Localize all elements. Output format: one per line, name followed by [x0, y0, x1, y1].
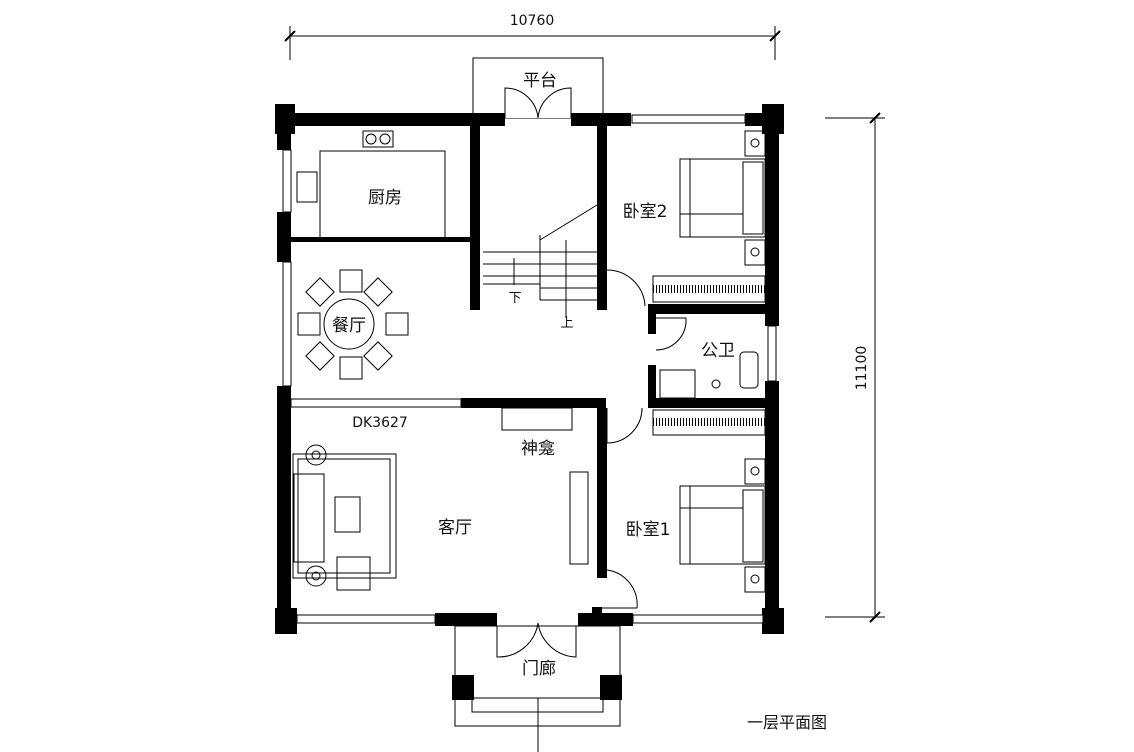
- dining-table: 餐厅: [297, 269, 409, 380]
- platform: 平台: [472, 57, 604, 119]
- room-label-living: 客厅: [438, 518, 472, 538]
- coffee-table: [334, 496, 361, 533]
- wardrobe: [652, 275, 766, 303]
- door-swing[interactable]: [600, 569, 638, 609]
- room-label-platform: 平台: [523, 71, 557, 91]
- staircase: 下 上: [483, 204, 598, 331]
- room-label-bathroom: 公卫: [701, 341, 735, 361]
- porch: 门廊: [452, 622, 622, 752]
- sofa-icon: [293, 473, 325, 563]
- door-swing[interactable]: [606, 407, 643, 444]
- bathtub-icon: [739, 351, 759, 389]
- bedroom-2: 卧室2: [606, 130, 766, 307]
- armchair-icon: [336, 556, 371, 591]
- double-door: [504, 87, 572, 119]
- bed-icon: [679, 485, 766, 565]
- width-dimension: 10760: [510, 13, 555, 29]
- model-code: DK3627: [352, 415, 408, 431]
- room-label-shrine: 神龛: [521, 439, 555, 459]
- tv-cabinet: [569, 471, 589, 565]
- walls: [275, 104, 784, 634]
- bedroom-1: 卧室1: [606, 407, 766, 593]
- room-label-dining: 餐厅: [332, 316, 366, 336]
- right-dimension: 11100: [825, 112, 885, 623]
- toilet-icon: [711, 379, 721, 389]
- room-label-kitchen: 厨房: [368, 188, 402, 208]
- room-label-bedroom1: 卧室1: [626, 520, 671, 540]
- stairs-down-label: 下: [508, 291, 521, 306]
- room-label-porch: 门廊: [522, 659, 556, 679]
- kitchen: 厨房: [296, 130, 446, 242]
- entrance-door[interactable]: [496, 622, 577, 658]
- shrine: [501, 407, 573, 431]
- washbasin-icon: [659, 369, 696, 399]
- bathroom: 公卫: [655, 317, 759, 399]
- height-dimension: 11100: [854, 346, 870, 391]
- stove-icon: [362, 130, 394, 148]
- living-room: DK3627 神龛 客厅: [292, 407, 638, 609]
- door-swing[interactable]: [606, 269, 646, 307]
- top-dimension: 10760: [284, 13, 781, 60]
- sink-icon: [296, 171, 318, 203]
- rug: [292, 453, 397, 579]
- room-label-bedroom2: 卧室2: [623, 202, 668, 222]
- wardrobe: [652, 409, 766, 436]
- bed-icon: [679, 158, 766, 238]
- plan-title: 一层平面图: [747, 713, 827, 732]
- stairs-up-label: 上: [560, 316, 573, 331]
